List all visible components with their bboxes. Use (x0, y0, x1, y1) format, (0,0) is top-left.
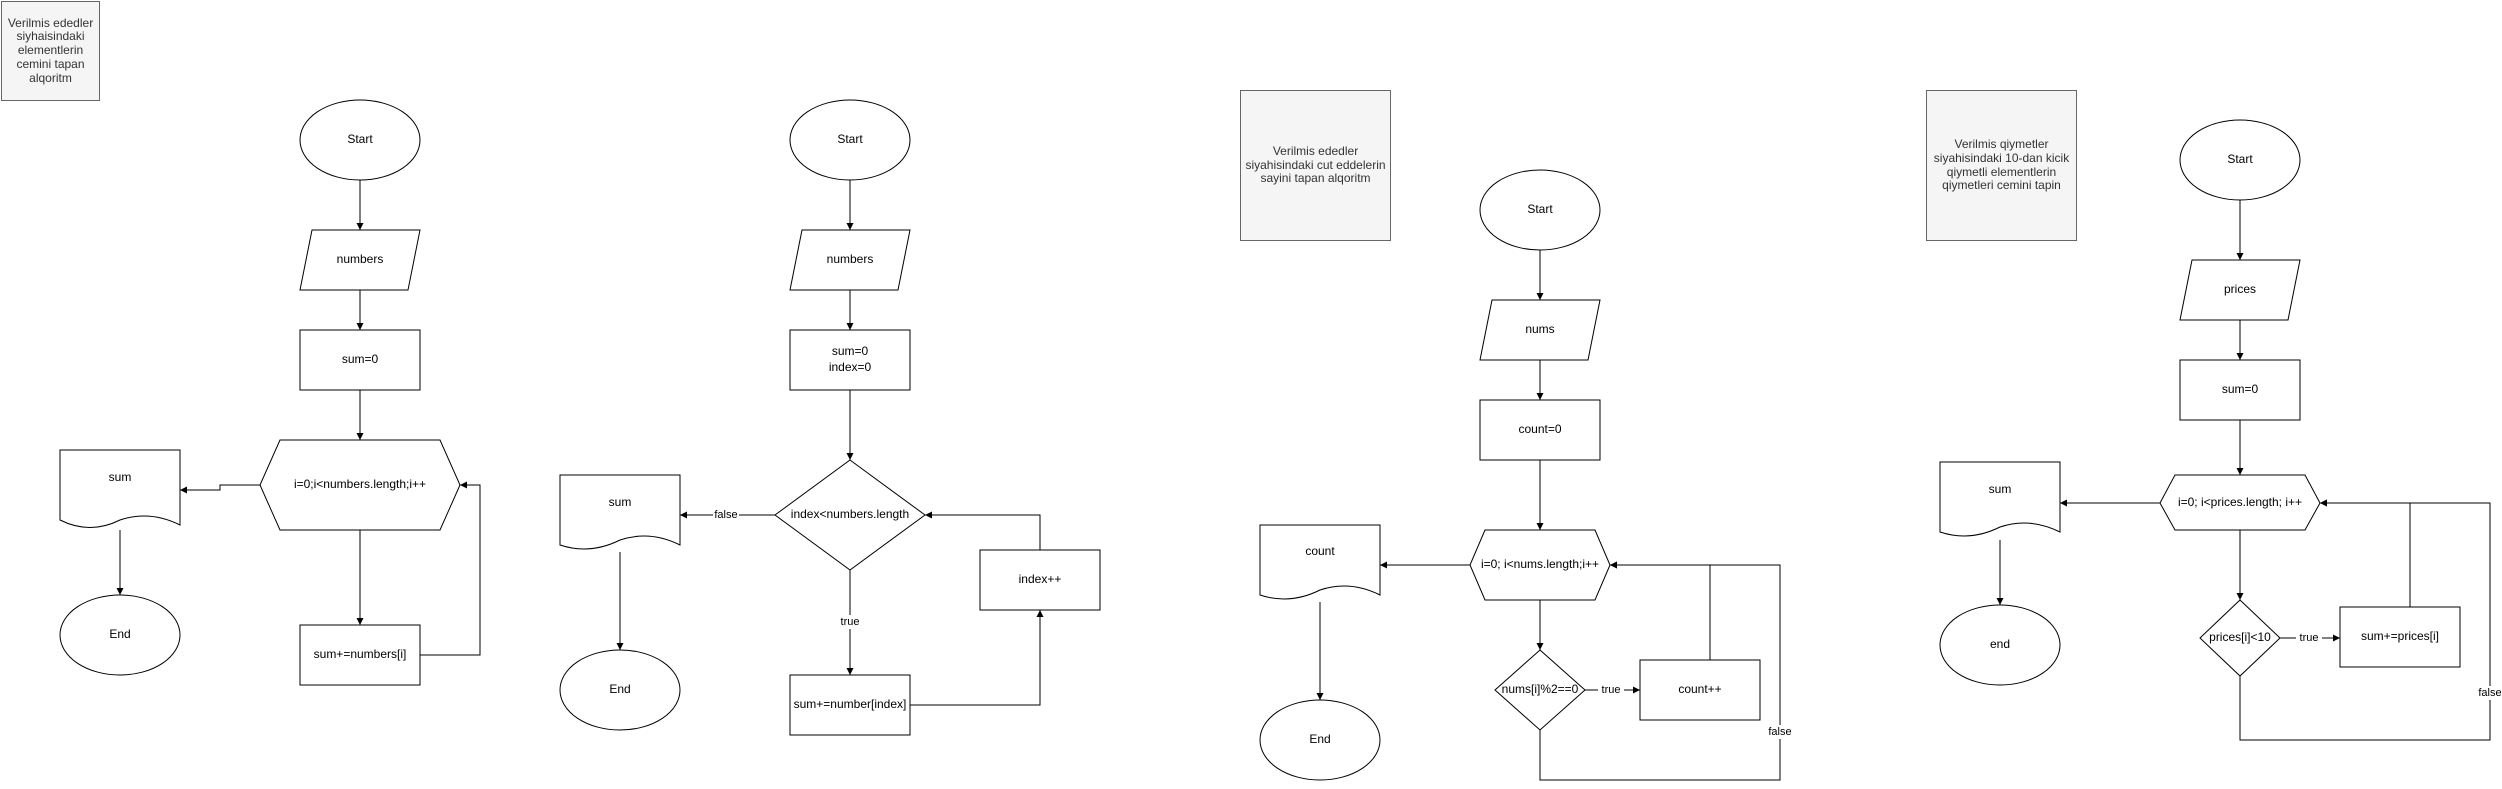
flow3-input-label: nums (1525, 322, 1554, 336)
note-even-count: Verilmis ededler siyahisindaki cut eddel… (1240, 90, 1391, 241)
flow4-output-node[interactable] (1939, 461, 2061, 537)
flow1-output-node[interactable] (59, 449, 181, 528)
flow3-condition-label: nums[i]%2==0 (1502, 682, 1579, 696)
flow2-true-label: true (841, 616, 860, 628)
flow4-condition-label: prices[i]<10 (2209, 630, 2271, 644)
flow1-edge-body-loop (420, 481, 481, 656)
flow4-input-node[interactable] (2179, 259, 2301, 321)
note-price-sum: Verilmis qiymetler siyahisindaki 10-dan … (1926, 90, 2077, 241)
flow4-true-label: true (2300, 632, 2319, 644)
flow4-edge-body-loop (2320, 499, 2411, 607)
flow4-end-label: end (1990, 637, 2010, 651)
flow1-input-label: numbers (337, 252, 384, 266)
flow1-input-node[interactable] (299, 229, 421, 291)
flow1-diagram (59, 99, 461, 686)
flow2-body-node[interactable] (789, 674, 911, 736)
flow2-body-label: sum+=number[index] (794, 697, 907, 711)
flow2-start-label: Start (837, 132, 863, 146)
flow3-start-label: Start (1527, 202, 1553, 216)
flow2-edge-inc-cond (925, 511, 1041, 550)
flow4-body-label: sum+=prices[i] (2361, 629, 2439, 643)
flow4-loop-label: i=0; i<prices.length; i++ (2178, 495, 2302, 509)
flow4-output-label: sum (1989, 482, 2012, 496)
flow2-init-label-2: index=0 (829, 360, 872, 374)
flow1-body-label: sum+=numbers[i] (314, 647, 407, 661)
flow3-init-label: count=0 (1518, 422, 1561, 436)
flow3-end-label: End (1309, 732, 1330, 746)
flow1-init-node[interactable] (299, 329, 421, 391)
flow2-init-label-1: sum=0 (832, 344, 869, 358)
flow3-output-label: count (1305, 544, 1335, 558)
flow2-output-label: sum (609, 495, 632, 509)
flow2-input-node[interactable] (789, 229, 911, 291)
flow4-start-label: Start (2227, 152, 2253, 166)
flow4-input-label: prices (2224, 282, 2256, 296)
flow2-output-node[interactable] (559, 474, 681, 550)
flow4-false-label: false (2478, 687, 2501, 699)
flow1-output-label: sum (109, 470, 132, 484)
flow3-loop-label: i=0; i<nums.length;i++ (1481, 557, 1599, 571)
flow2-input-label: numbers (827, 252, 874, 266)
flow2-edge-body-inc (910, 610, 1044, 706)
flow1-start-label: Start (347, 132, 373, 146)
flow2-increment-node[interactable] (979, 549, 1101, 611)
flow4-init-label: sum=0 (2222, 382, 2259, 396)
flow3-diagram (1259, 169, 1761, 781)
flow1-loop-label: i=0;i<numbers.length;i++ (294, 477, 426, 491)
flow3-false-label: false (1768, 726, 1791, 738)
flow1-init-label: sum=0 (342, 352, 379, 366)
flow2-false-label: false (714, 509, 737, 521)
flow3-input-node[interactable] (1479, 299, 1601, 361)
flow2-init-node[interactable] (789, 329, 911, 391)
flow3-body-node[interactable] (1639, 659, 1761, 721)
flow3-edge-cond-false (1539, 561, 1781, 781)
flow2-increment-label: index++ (1019, 572, 1062, 586)
flow4-diagram (1939, 119, 2461, 686)
flow1-edge-loop-output (180, 484, 260, 494)
note-sum-all: Verilmis ededler siyhaisindaki elementle… (1, 1, 100, 101)
flow2-end-label: End (609, 682, 630, 696)
flow2-diagram (559, 99, 1101, 736)
flow1-end-label: End (109, 627, 130, 641)
flow3-output-node[interactable] (1259, 524, 1381, 600)
flow3-init-node[interactable] (1479, 399, 1601, 461)
flow4-edge-cond-false (2239, 499, 2491, 741)
flow3-edge-body-loop (1610, 561, 1711, 660)
flow4-body-node[interactable] (2339, 606, 2461, 668)
flow3-body-label: count++ (1678, 682, 1721, 696)
flow4-init-node[interactable] (2179, 359, 2301, 421)
flow1-body-node[interactable] (299, 624, 421, 686)
flow3-true-label: true (1602, 684, 1621, 696)
flow2-condition-label: index<numbers.length (791, 507, 909, 521)
